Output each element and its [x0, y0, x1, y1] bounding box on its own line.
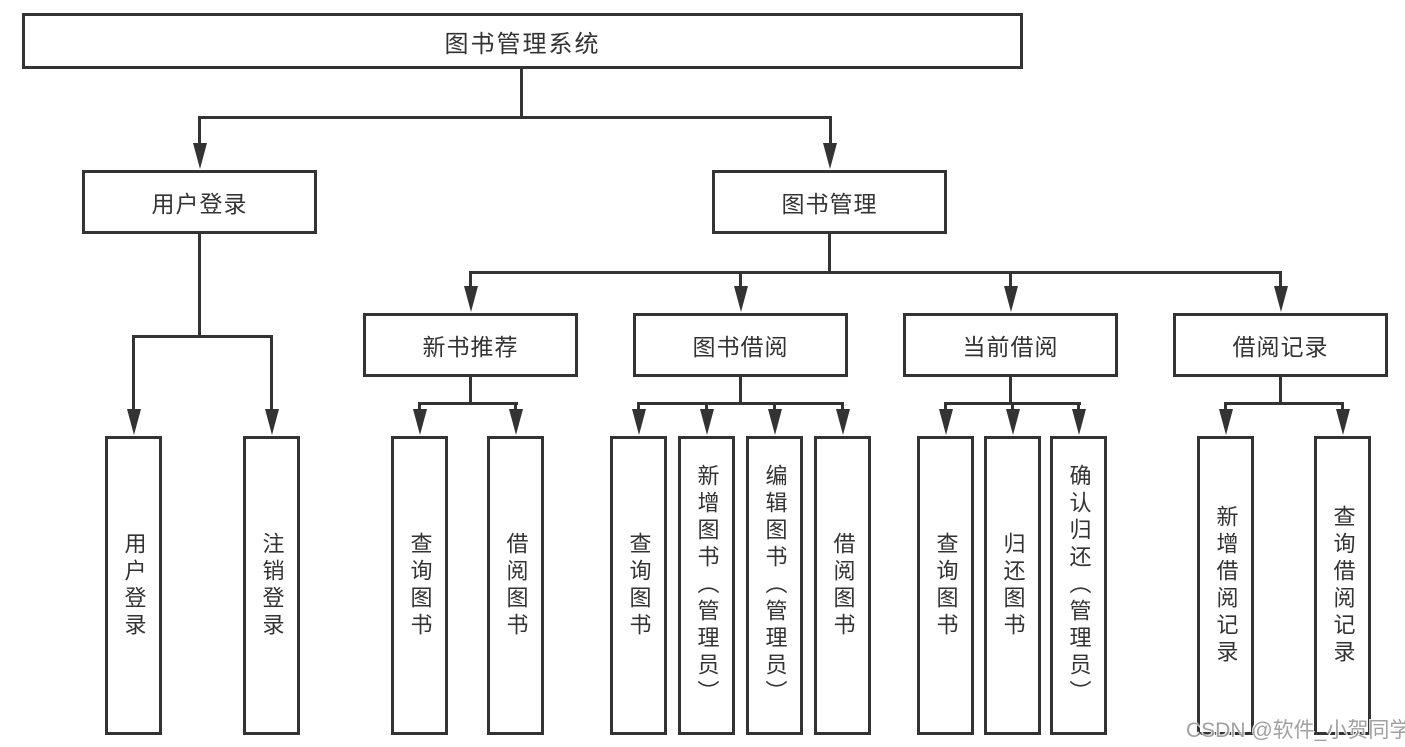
arrowhead	[1274, 286, 1288, 312]
connector-line	[270, 335, 273, 411]
connector-line	[1224, 402, 1344, 405]
connector-line	[1279, 271, 1282, 289]
leaf-label: 查询图书	[626, 531, 652, 640]
connector-line	[739, 271, 742, 289]
arrowhead	[265, 409, 279, 435]
connector-line	[198, 116, 832, 119]
connector-line	[469, 271, 1282, 274]
connector-line	[1009, 271, 1012, 289]
connector-line	[829, 116, 832, 146]
leaf-label: 用户登录	[121, 531, 147, 640]
node-user-login: 用户登录	[82, 170, 317, 234]
leaf-current-query: 查询图书	[917, 436, 974, 735]
connector-line	[705, 402, 708, 411]
arrowhead	[700, 409, 714, 435]
leaf-current-return: 归还图书	[984, 436, 1041, 735]
arrowhead	[413, 409, 427, 435]
connector-line	[418, 402, 518, 405]
node-current-borrowing: 当前借阅	[903, 313, 1118, 377]
arrowhead	[464, 286, 478, 312]
arrowhead	[1336, 409, 1350, 435]
connector-line	[198, 116, 201, 146]
node-label: 用户登录	[151, 191, 248, 217]
connector-line	[1009, 377, 1012, 405]
node-book-management: 图书管理	[712, 170, 947, 234]
leaf-label: 查询图书	[933, 531, 959, 640]
leaf-label: 查询图书	[407, 531, 433, 640]
connector-line	[418, 402, 421, 411]
leaf-record-query: 查询借阅记录	[1314, 436, 1371, 735]
node-book-borrowing: 图书借阅	[633, 313, 848, 377]
leaf-label: 确认归还（管理员）	[1066, 464, 1092, 707]
leaf-logout: 注销登录	[243, 436, 300, 735]
arrowhead	[1219, 409, 1233, 435]
connector-line	[1279, 377, 1282, 405]
node-borrowing-records: 借阅记录	[1173, 313, 1388, 377]
leaf-borrowing-add-admin: 新增图书（管理员）	[678, 436, 735, 735]
leaf-label: 新增借阅记录	[1213, 504, 1239, 667]
leaf-user-login: 用户登录	[105, 436, 162, 735]
arrowhead	[939, 409, 953, 435]
connector-line	[739, 377, 742, 405]
node-label: 借阅记录	[1232, 334, 1329, 360]
leaf-borrowing-borrow: 借阅图书	[814, 436, 871, 735]
connector-line	[637, 402, 844, 405]
leaf-newbook-borrow: 借阅图书	[487, 436, 544, 735]
arrowhead	[632, 409, 646, 435]
arrowhead	[734, 286, 748, 312]
arrowhead	[768, 409, 782, 435]
leaf-label: 借阅图书	[830, 531, 856, 640]
node-label: 图书借阅	[692, 334, 789, 360]
arrowhead	[1006, 409, 1020, 435]
connector-line	[944, 402, 947, 411]
leaf-newbook-query: 查询图书	[391, 436, 448, 735]
leaf-label: 查询借阅记录	[1330, 504, 1356, 667]
connector-line	[773, 402, 776, 411]
connector-line	[520, 69, 523, 119]
connector-line	[637, 402, 640, 411]
connector-line	[1224, 402, 1227, 411]
connector-line	[132, 335, 273, 338]
connector-line	[514, 402, 517, 411]
csdn-watermark: CSDN @软件_小贺同学	[1186, 719, 1405, 742]
arrowhead	[1004, 286, 1018, 312]
connector-line	[198, 234, 201, 338]
leaf-borrowing-edit-admin: 编辑图书（管理员）	[746, 436, 803, 735]
arrowhead	[509, 409, 523, 435]
leaf-label: 归还图书	[1000, 531, 1026, 640]
node-label: 图书管理	[781, 191, 878, 217]
node-new-book-recommend: 新书推荐	[363, 313, 578, 377]
leaf-record-add: 新增借阅记录	[1197, 436, 1254, 735]
node-label: 新书推荐	[422, 334, 519, 360]
node-label: 图书管理系统	[444, 30, 601, 58]
connector-line	[469, 377, 472, 405]
connector-line	[828, 234, 831, 274]
connector-line	[1341, 402, 1344, 411]
leaf-label: 编辑图书（管理员）	[762, 464, 788, 707]
arrowhead	[1072, 409, 1086, 435]
arrowhead	[193, 143, 207, 169]
leaf-label: 新增图书（管理员）	[694, 464, 720, 707]
arrowhead	[823, 143, 837, 169]
leaf-current-confirm-return-admin: 确认归还（管理员）	[1050, 436, 1107, 735]
leaf-label: 借阅图书	[503, 531, 529, 640]
arrowhead	[127, 409, 141, 435]
node-label: 当前借阅	[962, 334, 1059, 360]
connector-line	[469, 271, 472, 289]
connector-line	[1011, 402, 1014, 411]
connector-line	[841, 402, 844, 411]
connector-line	[1077, 402, 1080, 411]
node-library-system: 图书管理系统	[22, 13, 1023, 69]
leaf-borrowing-query: 查询图书	[610, 436, 667, 735]
arrowhead	[836, 409, 850, 435]
leaf-label: 注销登录	[259, 531, 285, 640]
connector-line	[132, 335, 135, 411]
